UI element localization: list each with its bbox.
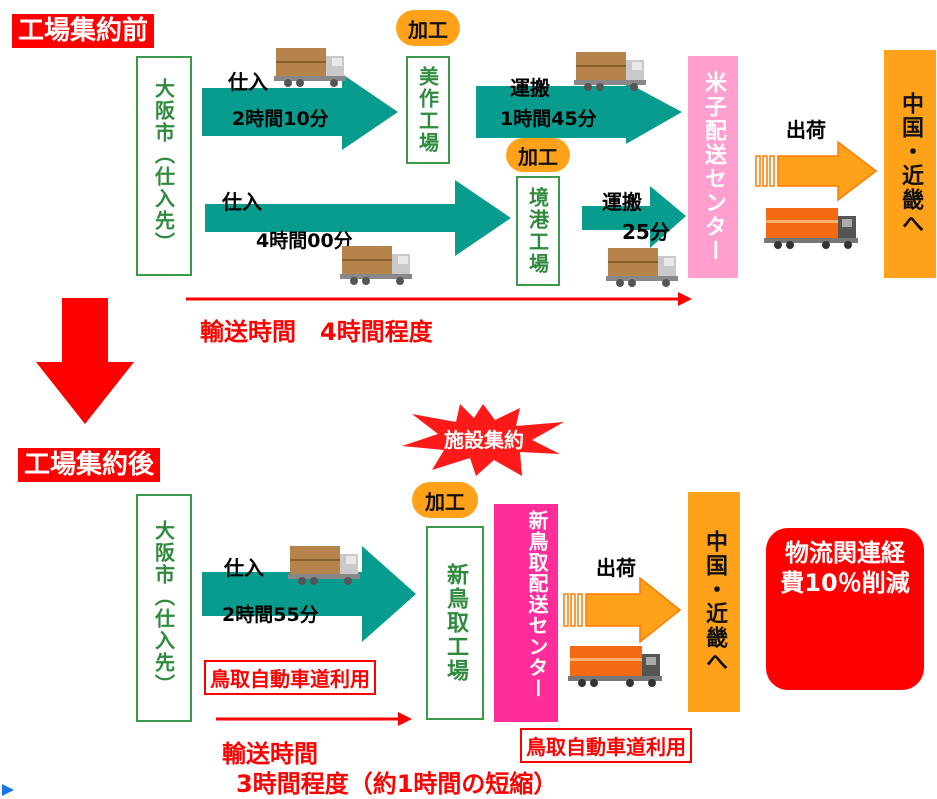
before-process-pill1: 加工 (396, 10, 460, 46)
after-process-pill: 加工 (412, 482, 478, 518)
truck-icon (340, 246, 412, 285)
down-arrow (36, 298, 134, 424)
haul1-time: 1時間45分 (500, 108, 597, 130)
corner-marker (2, 784, 14, 796)
before-source-label: 大阪市（仕入先） (151, 78, 176, 254)
result-label: 物流関連経費10％削減 (780, 539, 910, 597)
after-source-label: 大阪市（仕入先） (151, 520, 176, 696)
orange-truck-icon (568, 646, 662, 687)
new-tottori-center-label: 新鳥取配送センター (525, 510, 549, 699)
after-dest-box: 中国・近畿へ (688, 492, 740, 712)
process-label: 加工 (425, 489, 465, 514)
after-total-arrow (216, 712, 412, 726)
after-source-box: 大阪市（仕入先） (136, 494, 192, 722)
factory-mimasaka-label: 美作工場 (415, 66, 440, 154)
truck-icon (288, 546, 360, 585)
route2-label: 仕入 (222, 190, 262, 214)
before-title: 工場集約前 (12, 14, 155, 48)
after-total-line2: 3時間程度（約1時間の短縮） (236, 770, 558, 798)
after-ship-label: 出荷 (596, 556, 636, 580)
truck-icon (274, 48, 346, 87)
before-process-pill2: 加工 (506, 138, 570, 172)
haul2-label: 運搬 (602, 190, 642, 214)
haul1-label: 運搬 (510, 76, 550, 100)
before-total-arrow (186, 292, 692, 306)
new-tottori-center-box: 新鳥取配送センター (494, 504, 558, 722)
route1-time: 2時間10分 (232, 108, 329, 130)
route1-arrow (202, 74, 398, 150)
before-ship-label: 出荷 (786, 118, 826, 142)
burst-label: 施設集約 (444, 428, 524, 452)
before-dest-label: 中国・近畿へ (898, 92, 923, 236)
before-dest-box: 中国・近畿へ (884, 50, 936, 278)
before-ship-arrow (755, 140, 878, 202)
factory-mimasaka: 美作工場 (406, 56, 450, 164)
burst-shape (402, 404, 564, 476)
new-tottori-factory-label: 新鳥取工場 (443, 563, 468, 683)
new-tottori-factory: 新鳥取工場 (426, 526, 484, 720)
process-label: 加工 (518, 144, 558, 169)
after-route-time: 2時間55分 (222, 604, 319, 626)
yonago-center-box: 米子配送センター (688, 56, 738, 278)
haul1-arrow (476, 82, 682, 144)
process-label: 加工 (408, 17, 448, 42)
result-box: 物流関連経費10％削減 (766, 528, 924, 690)
after-title: 工場集約後 (18, 448, 161, 482)
before-total-time: 輸送時間 4時間程度 (200, 318, 433, 346)
route2-arrow (205, 180, 511, 256)
after-ship-arrow (563, 576, 682, 644)
factory-sakaiminato: 境港工場 (516, 176, 560, 286)
factory-sakaiminato-label: 境港工場 (525, 187, 550, 275)
highway-label-1: 鳥取自動車道利用 (204, 660, 376, 695)
haul2-time: 25分 (622, 220, 670, 244)
truck-icon (574, 52, 646, 91)
after-total-line1: 輸送時間 (222, 740, 318, 768)
yonago-center-label: 米子配送センター (701, 71, 726, 263)
haul2-arrow (582, 186, 686, 248)
orange-truck-icon (764, 208, 858, 249)
route2-time: 4時間00分 (256, 230, 353, 252)
before-source-box: 大阪市（仕入先） (136, 56, 192, 276)
truck-icon (606, 248, 678, 287)
after-route-label: 仕入 (224, 556, 264, 580)
after-dest-label: 中国・近畿へ (702, 530, 727, 674)
highway-label-2: 鳥取自動車道利用 (520, 728, 692, 763)
route1-label: 仕入 (228, 70, 268, 94)
after-route-arrow (202, 546, 416, 642)
